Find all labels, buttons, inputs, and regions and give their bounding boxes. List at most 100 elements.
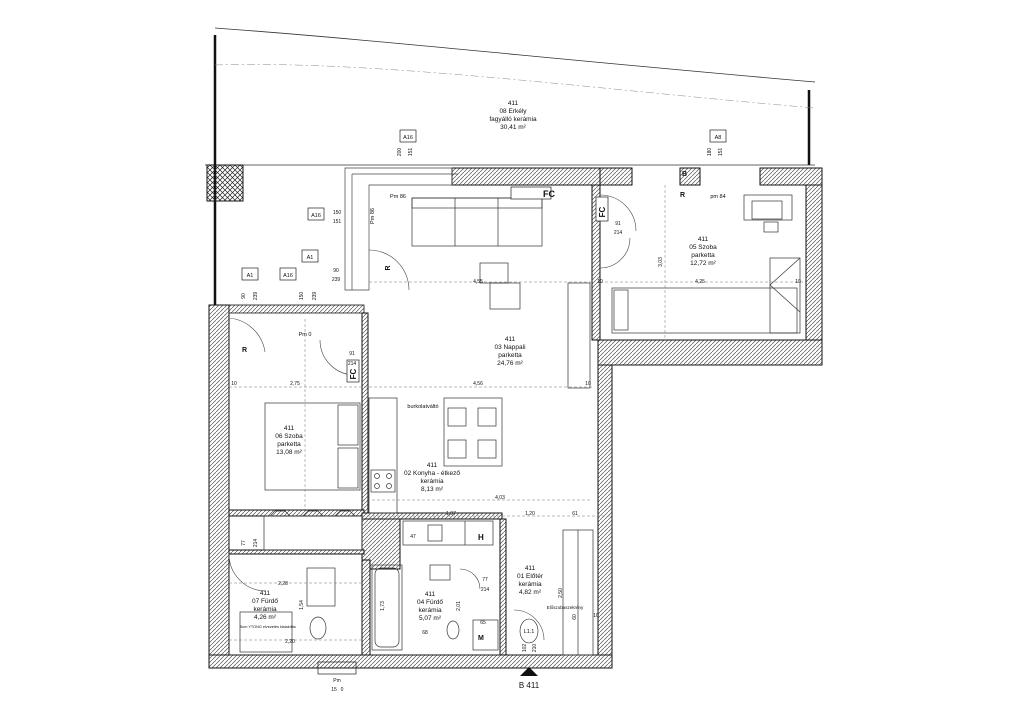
bottom-vent-marker: Pm 15 0 bbox=[317, 661, 357, 693]
svg-text:2,01: 2,01 bbox=[456, 601, 462, 611]
svg-text:4,82 m²: 4,82 m² bbox=[519, 589, 542, 596]
svg-text:61: 61 bbox=[572, 511, 578, 517]
tag-a8: A8 bbox=[715, 135, 722, 141]
m-marker: M bbox=[478, 635, 484, 642]
door-swings bbox=[228, 194, 637, 641]
svg-text:411: 411 bbox=[260, 590, 271, 597]
svg-text:77: 77 bbox=[482, 577, 488, 583]
svg-text:65: 65 bbox=[480, 620, 486, 626]
svg-text:fagyálló kerámia: fagyálló kerámia bbox=[489, 116, 537, 123]
svg-text:411: 411 bbox=[525, 565, 536, 572]
svg-text:kerámia: kerámia bbox=[418, 607, 442, 614]
hall-wardrobe-note: Előszobaszekrény bbox=[547, 605, 584, 610]
room-label-kitchen: 411 02 Konyha - étkező kerámia 8,13 m² bbox=[404, 462, 460, 493]
svg-text:kerámia: kerámia bbox=[253, 606, 277, 613]
svg-text:90: 90 bbox=[333, 268, 339, 274]
svg-text:2,20: 2,20 bbox=[285, 639, 295, 645]
svg-text:180: 180 bbox=[707, 148, 713, 157]
svg-text:91: 91 bbox=[615, 221, 621, 227]
svg-text:1,73: 1,73 bbox=[380, 601, 386, 611]
svg-text:411: 411 bbox=[425, 591, 436, 598]
svg-text:77: 77 bbox=[241, 540, 247, 546]
svg-text:06 Szoba: 06 Szoba bbox=[275, 433, 303, 440]
fc-marker-1: FC bbox=[543, 189, 555, 199]
svg-text:parketta: parketta bbox=[277, 441, 301, 448]
pm86-vertical-label: Pm 86 bbox=[370, 208, 376, 224]
balcony-area bbox=[205, 27, 816, 305]
svg-text:2,28: 2,28 bbox=[278, 581, 288, 587]
svg-text:411: 411 bbox=[698, 236, 709, 243]
svg-text:200: 200 bbox=[397, 148, 403, 157]
svg-text:Pm: Pm bbox=[333, 678, 341, 684]
svg-text:L1.1: L1.1 bbox=[524, 629, 535, 635]
svg-text:08 Erkély: 08 Erkély bbox=[499, 108, 527, 115]
ytong-note: 5cm YTONG elvezetés kialakítás bbox=[240, 625, 296, 629]
svg-text:102: 102 bbox=[522, 644, 528, 653]
svg-text:03 Nappali: 03 Nappali bbox=[494, 344, 525, 351]
svg-text:30,41 m²: 30,41 m² bbox=[500, 124, 526, 131]
room-label-living: 411 03 Nappali parketta 24,76 m² bbox=[494, 336, 525, 367]
h-marker: H bbox=[478, 533, 484, 542]
svg-text:13,08 m²: 13,08 m² bbox=[276, 449, 302, 456]
r-marker-1: R bbox=[385, 265, 392, 270]
living-outline bbox=[344, 167, 458, 291]
fc-marker-2: FC bbox=[598, 206, 607, 217]
svg-text:68: 68 bbox=[422, 630, 428, 636]
pm84-label: pm 84 bbox=[710, 194, 725, 200]
svg-text:60: 60 bbox=[572, 614, 578, 620]
svg-text:15: 15 bbox=[331, 687, 337, 693]
svg-text:4,56: 4,56 bbox=[473, 381, 483, 387]
svg-text:91: 91 bbox=[349, 351, 355, 357]
svg-text:239: 239 bbox=[332, 277, 341, 283]
dimension-text: 200 151 180 151 150 151 90 239 90 239 15… bbox=[231, 148, 801, 653]
room-label-bath04: 411 04 Fürdő kerámia 5,07 m² bbox=[417, 591, 443, 622]
section-marker: B 411 bbox=[519, 667, 540, 690]
room-label-bath07: 411 07 Fürdő kerámia 4,26 m² bbox=[252, 590, 278, 621]
svg-text:parketta: parketta bbox=[498, 352, 522, 359]
room-label-hall: 411 01 Előtér kerámia 4,82 m² bbox=[517, 565, 544, 596]
svg-text:4,26 m²: 4,26 m² bbox=[254, 614, 277, 621]
svg-text:411: 411 bbox=[427, 462, 438, 469]
svg-text:0: 0 bbox=[341, 687, 344, 693]
exterior-walls bbox=[208, 167, 823, 669]
svg-text:150: 150 bbox=[333, 210, 342, 216]
svg-text:3,03: 3,03 bbox=[658, 257, 664, 267]
svg-text:151: 151 bbox=[718, 148, 724, 157]
svg-text:90: 90 bbox=[241, 293, 247, 299]
svg-text:10: 10 bbox=[597, 279, 603, 285]
room-label-balcony: 411 08 Erkély fagyálló kerámia 30,41 m² bbox=[489, 100, 537, 131]
svg-text:B 411: B 411 bbox=[519, 681, 540, 690]
svg-text:214: 214 bbox=[614, 230, 623, 236]
svg-text:4,25: 4,25 bbox=[695, 279, 705, 285]
room-label-room06: 411 06 Szoba parketta 13,08 m² bbox=[275, 425, 303, 456]
svg-text:1,97: 1,97 bbox=[446, 511, 456, 517]
svg-text:01 Előtér: 01 Előtér bbox=[517, 573, 544, 580]
l11-marker: L1.1 bbox=[519, 618, 539, 644]
svg-text:12,72 m²: 12,72 m² bbox=[690, 260, 716, 267]
b-marker: B bbox=[682, 171, 687, 178]
r-marker-3: R bbox=[680, 192, 685, 199]
svg-text:10: 10 bbox=[593, 613, 599, 619]
dimension-lines bbox=[229, 185, 806, 641]
fc-marker-3: FC bbox=[349, 368, 358, 379]
svg-text:07 Fürdő: 07 Fürdő bbox=[252, 598, 278, 605]
svg-text:411: 411 bbox=[505, 336, 516, 343]
svg-text:150: 150 bbox=[299, 292, 305, 301]
pm0-label: Pm 0 bbox=[299, 332, 312, 338]
svg-text:239: 239 bbox=[253, 292, 259, 301]
tag-a16-3: A16 bbox=[283, 273, 293, 279]
svg-text:151: 151 bbox=[408, 148, 414, 157]
svg-text:151: 151 bbox=[333, 219, 342, 225]
tag-a16-1: A16 bbox=[403, 135, 413, 141]
svg-text:214: 214 bbox=[253, 539, 259, 548]
svg-text:214: 214 bbox=[481, 587, 490, 593]
svg-text:411: 411 bbox=[508, 100, 519, 107]
tag-a1-1: A1 bbox=[247, 273, 254, 279]
r-marker-2: R bbox=[242, 347, 247, 354]
svg-text:10: 10 bbox=[795, 279, 801, 285]
svg-text:kerámia: kerámia bbox=[518, 581, 542, 588]
svg-text:214: 214 bbox=[348, 361, 357, 367]
tag-a16-2: A16 bbox=[311, 213, 321, 219]
svg-text:parketta: parketta bbox=[691, 252, 715, 259]
